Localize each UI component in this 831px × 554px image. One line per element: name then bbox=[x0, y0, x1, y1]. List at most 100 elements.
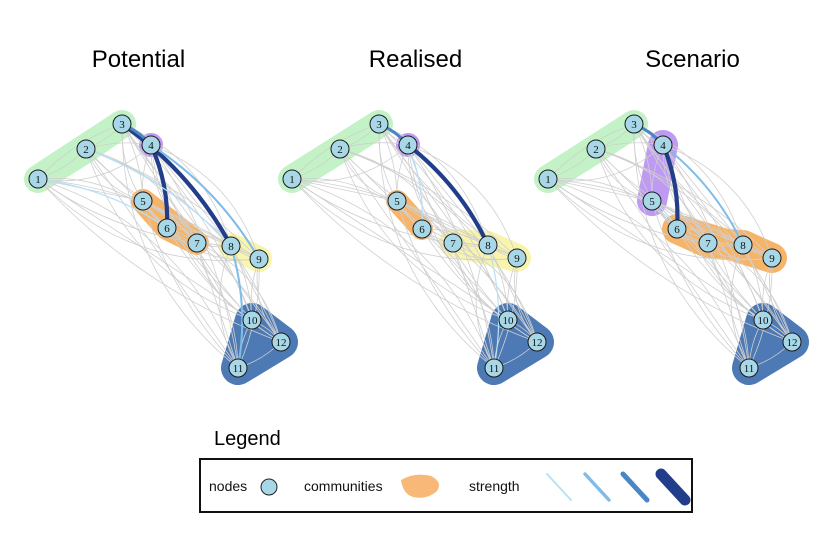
node-label-11: 11 bbox=[489, 363, 500, 375]
node-3 bbox=[624, 114, 644, 134]
edge-6-12 bbox=[676, 228, 793, 343]
edge-2-10 bbox=[339, 148, 509, 321]
node-label-6: 6 bbox=[419, 224, 425, 236]
node-12 bbox=[527, 332, 547, 352]
node-11 bbox=[228, 358, 248, 378]
legend-strength-3 bbox=[620, 471, 650, 503]
node-2 bbox=[76, 139, 96, 159]
node-10 bbox=[498, 310, 518, 330]
edge-4-9 bbox=[662, 144, 773, 259]
edge-6-11 bbox=[676, 228, 750, 369]
legend-community-symbol bbox=[401, 474, 439, 498]
strong-edge-4-8 bbox=[661, 143, 745, 247]
panel-title: Scenario bbox=[645, 46, 740, 73]
node-label-4: 4 bbox=[148, 140, 154, 152]
node-label-3: 3 bbox=[119, 119, 125, 131]
edge-4-9 bbox=[150, 144, 260, 260]
node-10 bbox=[753, 310, 773, 330]
edge-7-11 bbox=[707, 242, 750, 369]
edge-3-11 bbox=[633, 123, 750, 369]
node-9 bbox=[249, 249, 269, 269]
node-label-9: 9 bbox=[256, 254, 262, 266]
edge-5-12 bbox=[142, 200, 282, 343]
node-9 bbox=[762, 248, 782, 268]
node-label-3: 3 bbox=[631, 119, 637, 131]
edge-8-11 bbox=[219, 245, 239, 369]
node-label-9: 9 bbox=[769, 253, 775, 265]
edge-2-12 bbox=[595, 148, 793, 343]
node-3 bbox=[112, 114, 132, 134]
node-4 bbox=[141, 135, 161, 155]
node-label-7: 7 bbox=[450, 238, 456, 250]
edge-5-10 bbox=[142, 200, 253, 321]
edge-3-8 bbox=[633, 123, 744, 246]
edge-4-11 bbox=[662, 144, 750, 369]
edge-6-12 bbox=[421, 228, 538, 343]
edge-5-9 bbox=[396, 200, 518, 259]
node-9 bbox=[507, 248, 527, 268]
node-3 bbox=[369, 114, 389, 134]
node-label-9: 9 bbox=[514, 253, 520, 265]
node-1 bbox=[28, 169, 48, 189]
edge-6-10 bbox=[676, 228, 764, 321]
node-label-6: 6 bbox=[164, 223, 170, 235]
edge-6-11 bbox=[166, 227, 239, 369]
legend-strength-1 bbox=[546, 473, 572, 501]
node-4 bbox=[398, 135, 418, 155]
edge-3-8 bbox=[378, 123, 489, 246]
node-label-12: 12 bbox=[532, 337, 543, 349]
node-8 bbox=[221, 236, 241, 256]
node-label-5: 5 bbox=[394, 196, 400, 208]
edge-7-11 bbox=[452, 242, 495, 369]
node-label-10: 10 bbox=[247, 315, 259, 327]
node-8 bbox=[733, 235, 753, 255]
node-11 bbox=[484, 358, 504, 378]
node-label-5: 5 bbox=[649, 196, 655, 208]
background-edges bbox=[547, 123, 793, 369]
legend-strength-2 bbox=[583, 472, 611, 502]
edge-1-11 bbox=[547, 178, 750, 369]
strong-edge-4-8 bbox=[405, 142, 491, 248]
strong-edge-2-8 bbox=[85, 148, 232, 247]
node-label-12: 12 bbox=[787, 337, 798, 349]
edge-3-7 bbox=[633, 123, 709, 244]
edge-6-9 bbox=[166, 227, 260, 261]
communities bbox=[24, 110, 298, 385]
edge-4-9 bbox=[407, 144, 518, 259]
node-label-4: 4 bbox=[405, 140, 411, 152]
strong-edge-8-11 bbox=[229, 244, 244, 370]
legend-communities-label: communities bbox=[304, 478, 383, 494]
edge-3-8 bbox=[121, 123, 232, 247]
node-1 bbox=[282, 169, 302, 189]
edge-1-11 bbox=[291, 178, 495, 369]
node-label-1: 1 bbox=[289, 174, 295, 186]
edge-8-11 bbox=[475, 244, 495, 369]
edge-1-5 bbox=[547, 178, 653, 202]
strong-edge-4-9 bbox=[149, 143, 261, 261]
legend-node-symbol bbox=[260, 478, 278, 496]
node-12 bbox=[782, 332, 802, 352]
node-6 bbox=[667, 219, 687, 239]
node-label-4: 4 bbox=[660, 140, 666, 152]
edge-1-3 bbox=[37, 123, 123, 180]
edge-7-12 bbox=[196, 242, 282, 343]
edge-8-12 bbox=[230, 245, 282, 343]
edge-2-11 bbox=[339, 148, 495, 369]
edge-8-12 bbox=[487, 244, 538, 343]
edge-5-11 bbox=[142, 200, 239, 369]
node-label-8: 8 bbox=[228, 241, 234, 253]
edge-3-12 bbox=[633, 123, 793, 343]
edge-8-11 bbox=[730, 244, 750, 369]
node-7 bbox=[698, 233, 718, 253]
node-label-2: 2 bbox=[593, 144, 599, 156]
node-label-12: 12 bbox=[276, 337, 287, 349]
edge-1-5 bbox=[291, 178, 398, 202]
edge-4-8 bbox=[407, 144, 489, 246]
node-2 bbox=[586, 139, 606, 159]
